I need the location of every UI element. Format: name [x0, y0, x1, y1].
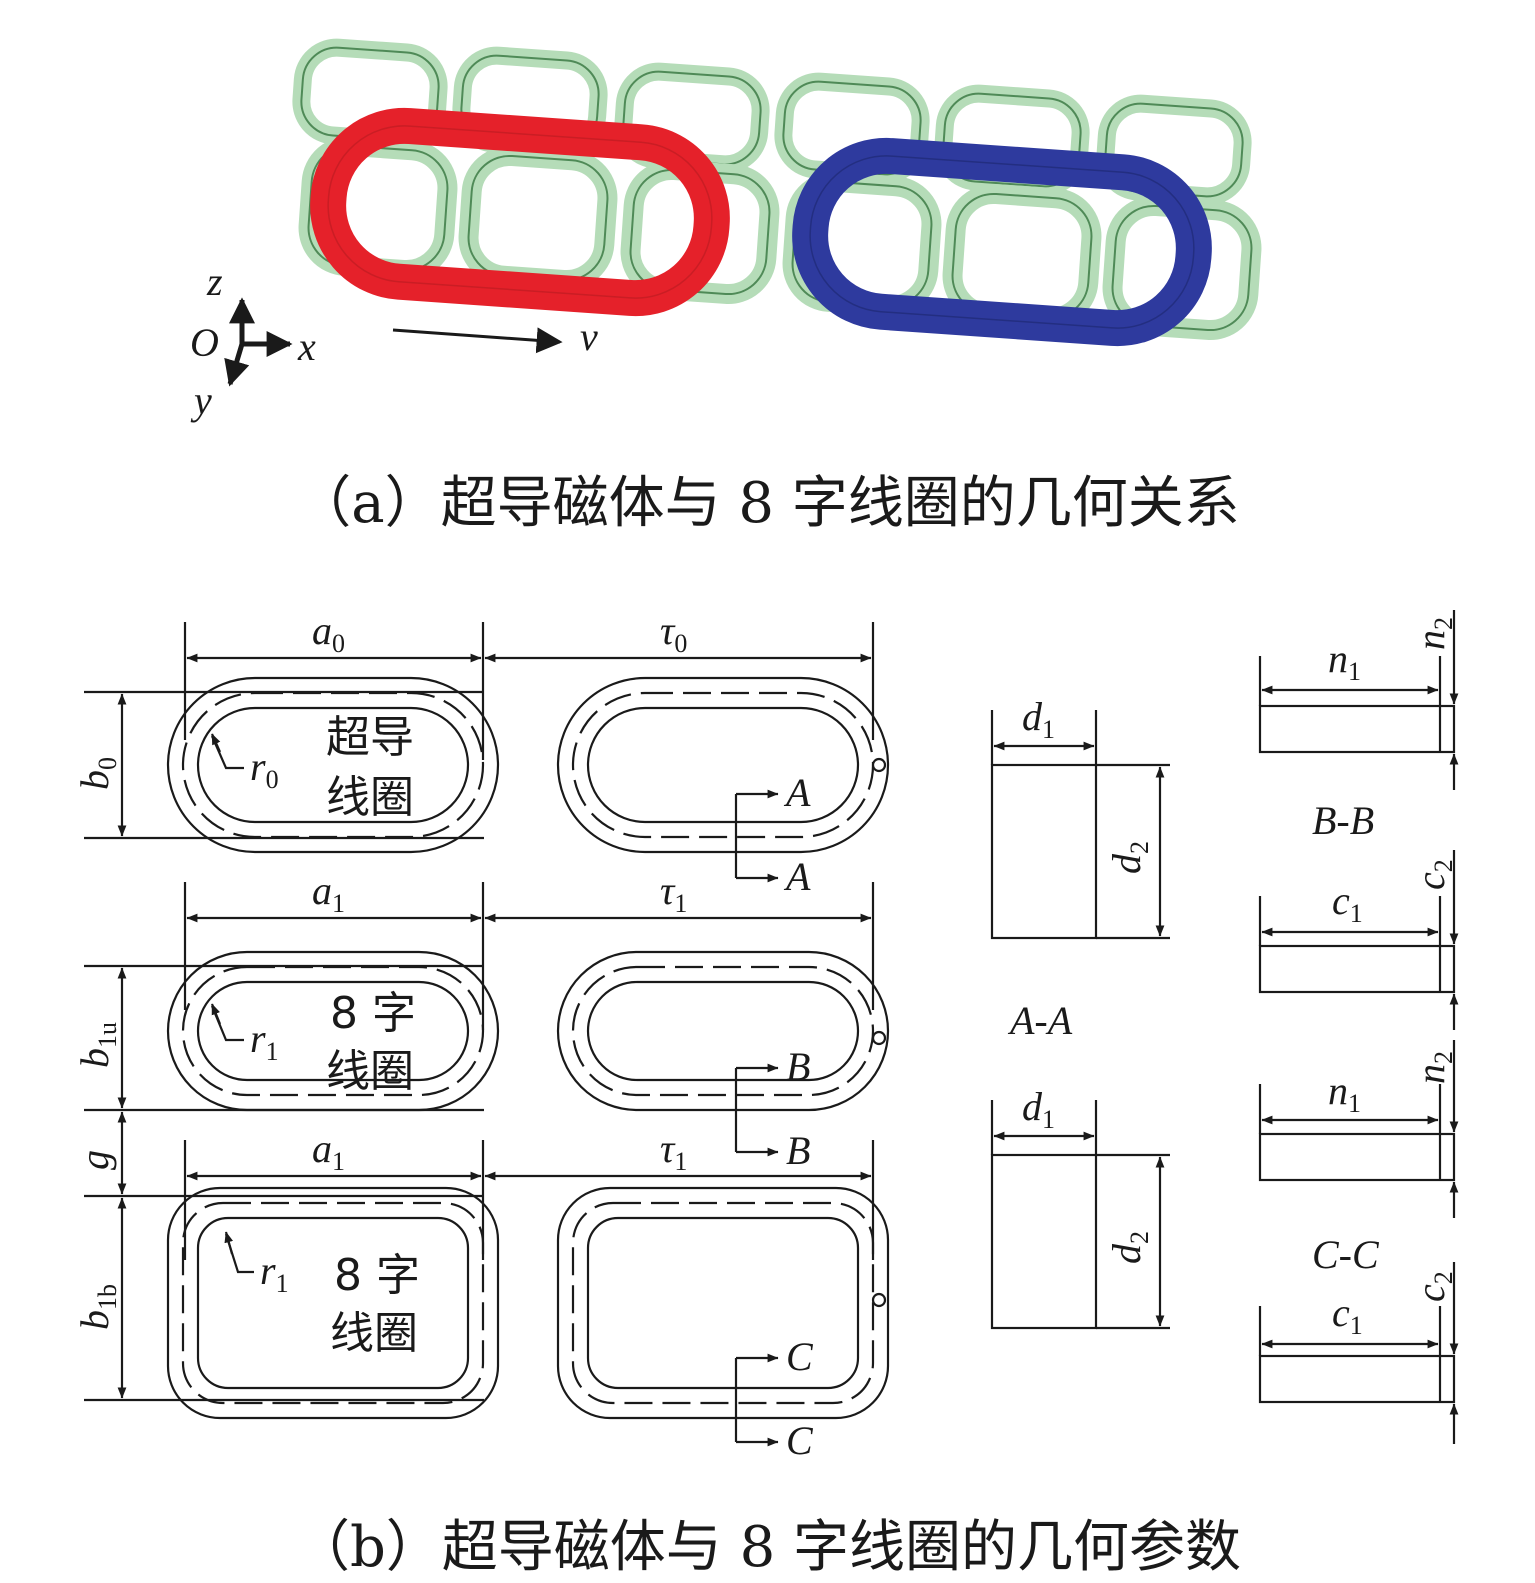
- section-mark-b-bottom: B: [786, 1128, 810, 1173]
- radius-leaders: [210, 733, 254, 1274]
- dim-d1-top: d1: [1022, 694, 1055, 744]
- section-mark-b-top: B: [786, 1044, 810, 1089]
- superconducting-magnet-right: [792, 137, 1212, 347]
- sc-coil-right: [556, 676, 890, 854]
- dim-c2-top: c2: [1408, 859, 1458, 890]
- dim-n1-bottom: n1: [1328, 1068, 1361, 1118]
- dim-n1-top: n1: [1328, 636, 1361, 686]
- section-mark-c-bottom: C: [786, 1418, 814, 1463]
- section-aa-lower: [990, 1100, 1170, 1330]
- dim-a1-bottom: a1: [312, 1126, 345, 1176]
- dim-n2-top: n2: [1408, 617, 1458, 650]
- dim-r1-upper: r1: [250, 1016, 279, 1066]
- fig8-lower-coil-left: [166, 1186, 500, 1420]
- dim-c1-top: c1: [1332, 878, 1363, 928]
- fig8-lower-label-1: 8 字: [334, 1250, 420, 1301]
- fig8-upper-label-2: 线圈: [326, 1046, 414, 1097]
- dim-b0: b0: [72, 757, 122, 790]
- coil-front-2: [458, 145, 618, 291]
- velocity-label: v: [580, 314, 598, 359]
- dim-tau0: τ0: [660, 608, 687, 658]
- sc-coil-label-1: 超导: [326, 712, 414, 763]
- dim-d2-bottom: d2: [1104, 1231, 1154, 1264]
- dim-lines-horizontal: [183, 622, 875, 1260]
- dim-r0: r0: [250, 744, 279, 794]
- section-mark-c-top: C: [786, 1334, 814, 1379]
- caption-a: （a）超导磁体与 8 字线圈的几何关系: [295, 471, 1240, 536]
- dim-c2-bottom: c2: [1408, 1271, 1458, 1302]
- dim-b1b: b1b: [72, 1284, 122, 1330]
- section-bb-upper: [1258, 610, 1459, 790]
- part-b-dimension-drawing: [84, 610, 1459, 1447]
- section-cc-lower: [1258, 1262, 1459, 1444]
- section-title-aa: A-A: [1007, 998, 1073, 1043]
- section-bb-lower: [1258, 850, 1459, 1030]
- section-cut-markers: [734, 789, 779, 1447]
- velocity-arrow: [392, 327, 563, 354]
- dim-n2-bottom: n2: [1408, 1051, 1458, 1084]
- coil-back-5-edge: [942, 92, 1082, 188]
- superconducting-magnet-left: [310, 107, 730, 317]
- dim-g: g: [72, 1150, 117, 1170]
- dim-c1-bottom: c1: [1332, 1290, 1363, 1340]
- section-mark-a-top: A: [783, 770, 811, 815]
- fig8-upper-coil-right: [556, 950, 890, 1112]
- dim-tau1-top: τ1: [660, 868, 687, 918]
- part-a-3d-view: z O x y v: [190, 38, 1262, 423]
- dim-d2-top: d2: [1104, 841, 1154, 874]
- section-title-cc: C-C: [1312, 1232, 1380, 1277]
- section-aa-upper: [990, 710, 1170, 940]
- z-axis-label: z: [206, 259, 223, 304]
- dim-a1-top: a1: [312, 868, 345, 918]
- dim-a0: a0: [312, 608, 345, 658]
- section-cc-upper: [1258, 1040, 1459, 1218]
- fig8-lower-label-2: 线圈: [330, 1308, 418, 1359]
- section-title-bb: B-B: [1312, 798, 1374, 843]
- fig8-upper-label-1: 8 字: [330, 988, 416, 1039]
- dim-r1-lower: r1: [260, 1248, 289, 1298]
- part-b-labels: 超导 线圈 8 字 线圈 8 字 线圈 a0 τ0 a1 τ1 a1 τ1 b0…: [72, 608, 1458, 1463]
- y-axis-arrow: [224, 343, 250, 387]
- origin-label: O: [190, 320, 219, 365]
- section-mark-a-bottom: A: [783, 854, 811, 899]
- dim-lines-vertical: [84, 690, 484, 1402]
- dim-b1u: b1u: [72, 1022, 122, 1068]
- sc-coil-left: [166, 676, 500, 854]
- coordinate-axes: z O x y v: [190, 259, 598, 423]
- fig8-lower-coil-right: [556, 1186, 890, 1420]
- x-axis-label: x: [297, 324, 316, 369]
- caption-b: （b）超导磁体与 8 字线圈的几何参数: [293, 1515, 1242, 1580]
- sc-coil-label-2: 线圈: [326, 772, 414, 823]
- dim-tau1-bottom: τ1: [660, 1126, 687, 1176]
- y-axis-label: y: [190, 378, 212, 423]
- dim-d1-bottom: d1: [1022, 1084, 1055, 1134]
